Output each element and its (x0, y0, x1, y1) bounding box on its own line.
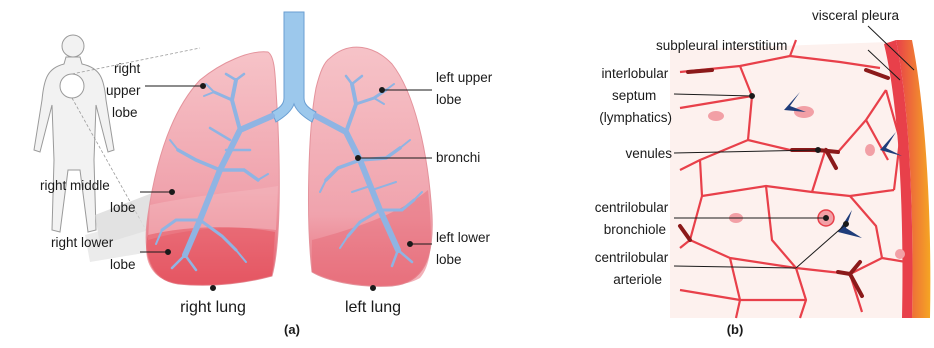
label-line: lobe (436, 252, 462, 267)
label-line: left upper (436, 70, 493, 85)
label-left-lung: left lung (345, 299, 401, 316)
label-line: centrilobular (595, 250, 669, 265)
trachea (272, 12, 316, 122)
venule (688, 70, 712, 72)
label-line: right lower (51, 235, 114, 250)
dot-bronchiole (824, 216, 829, 221)
spot (794, 106, 814, 118)
label-right-lung: right lung (180, 299, 246, 316)
caption-a: (a) (284, 322, 300, 337)
label-line: lobe (436, 92, 462, 107)
spot (895, 249, 905, 259)
label-bronchi: bronchi (436, 150, 480, 165)
spot (865, 144, 875, 156)
dot-right-lower (166, 250, 171, 255)
label-venules: venules (625, 146, 672, 161)
label-right-upper-lobe: right upper lobe (106, 61, 144, 120)
label-line: lobe (112, 105, 138, 120)
label-line: centrilobular (595, 200, 669, 215)
label-line: lobe (110, 257, 136, 272)
dot-arteriole (844, 222, 849, 227)
label-line: left lower (436, 230, 491, 245)
label-subpleural-interstitium: subpleural interstitium (656, 38, 787, 53)
human-body-icon (34, 35, 114, 232)
spot (708, 111, 724, 121)
label-centrilobular-bronchiole: centrilobular bronchiole (595, 200, 672, 237)
label-left-lower-lobe: left lower lobe (436, 230, 494, 267)
dot-left-lung (371, 286, 376, 291)
dot-left-lower (408, 242, 413, 247)
dot-septum (750, 94, 755, 99)
tissue-background (670, 42, 918, 318)
dot-right-middle (170, 190, 175, 195)
label-centrilobular-arteriole: centrilobular arteriole (595, 250, 672, 287)
dot-right-lung (211, 286, 216, 291)
label-line: interlobular (601, 66, 668, 81)
dot-left-upper (380, 88, 385, 93)
label-line: lobe (110, 200, 136, 215)
caption-b: (b) (727, 322, 744, 337)
label-line: arteriole (613, 272, 662, 287)
dot-bronchi (356, 156, 361, 161)
chest-marker (60, 74, 84, 98)
label-left-upper-lobe: left upper lobe (436, 70, 496, 107)
dot-right-upper (201, 84, 206, 89)
dot-venules (816, 148, 821, 153)
label-visceral-pleura: visceral pleura (812, 8, 900, 23)
label-line: (lymphatics) (599, 110, 672, 125)
panel-a: right upper lobe right middle lobe right… (34, 12, 496, 337)
label-line: bronchiole (604, 222, 666, 237)
panel-b: visceral pleura subpleural interstitium … (595, 8, 931, 337)
label-line: right middle (40, 178, 110, 193)
label-interlobular-septum: interlobular septum (lymphatics) (599, 66, 672, 125)
label-line: upper (106, 83, 141, 98)
label-line: right (114, 61, 141, 76)
right-lower-lobe (146, 227, 275, 285)
label-line: septum (612, 88, 656, 103)
